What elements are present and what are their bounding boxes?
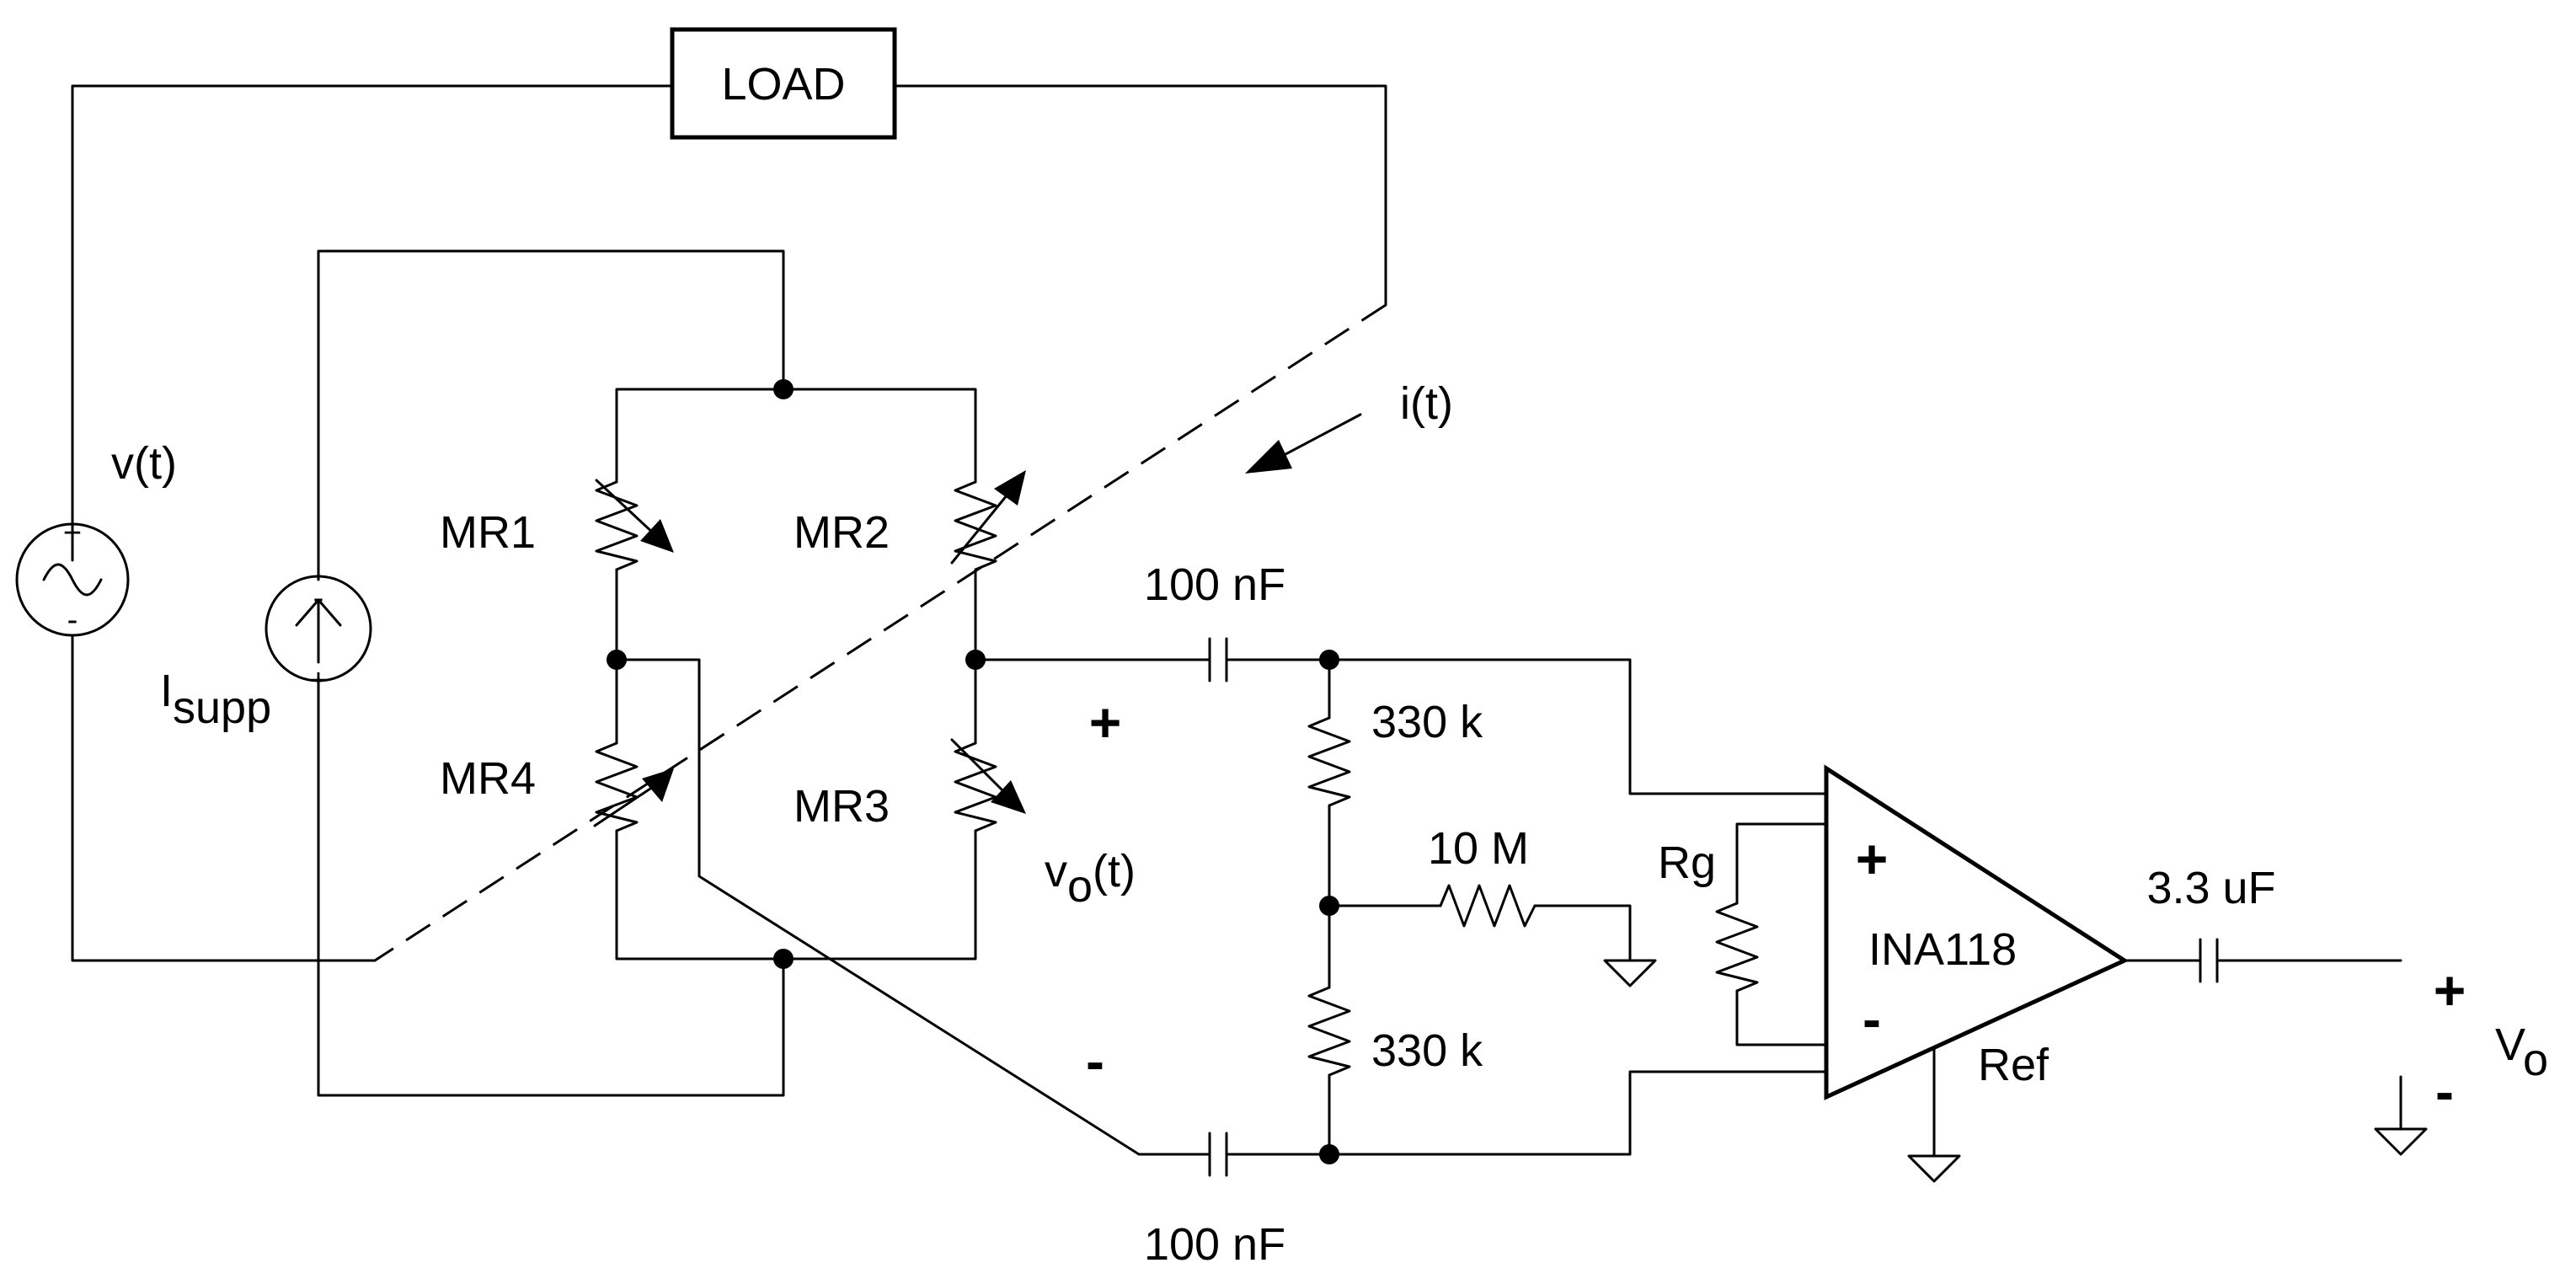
wheatstone-bridge: MR1 MR2 MR4 MR3 <box>440 379 1026 969</box>
vo-minus: - <box>1086 1030 1104 1092</box>
vout-label: Vo <box>2495 1019 2548 1085</box>
ref-label: Ref <box>1978 1040 2050 1090</box>
vo-label: vo(t) <box>1045 846 1136 912</box>
ground-symbol-2 <box>1907 1154 1961 1183</box>
vsrc-plus: + <box>63 516 82 551</box>
r-top-label: 330 k <box>1371 697 1483 747</box>
ac-voltage-source: + - v(t) <box>15 438 177 638</box>
ina118-minus: - <box>1863 987 1881 1050</box>
output-stage: 3.3 uF + - Vo <box>2123 863 2548 1156</box>
ground-symbol-1 <box>1603 959 1657 987</box>
rg-label: Rg <box>1658 838 1716 888</box>
isrc-minus: - <box>313 581 324 616</box>
current-source-isupp: - + Isupp <box>160 575 372 733</box>
vsrc-minus: - <box>67 602 78 638</box>
mr1-label: MR1 <box>440 507 536 558</box>
ina118-amplifier: + - INA118 Rg Ref <box>1658 764 2130 1183</box>
isupp-label: Isupp <box>160 666 271 733</box>
cap-bottom-label: 100 nF <box>1144 1219 1285 1270</box>
load-label: LOAD <box>721 59 845 110</box>
out-minus: - <box>2435 1060 2454 1122</box>
it-label: i(t) <box>1400 378 1453 429</box>
junction-top <box>773 379 794 399</box>
current-arrow: i(t) <box>1245 378 1453 474</box>
vt-label: v(t) <box>111 438 177 489</box>
isrc-plus: + <box>309 663 328 698</box>
r-mid-label: 10 M <box>1428 823 1529 874</box>
load-loop: LOAD <box>71 27 1387 962</box>
mr4-label: MR4 <box>440 753 536 804</box>
junction-bottom <box>773 949 794 969</box>
coupling-network: 100 nF 100 nF 330 k 330 k 10 M <box>615 559 1828 1270</box>
cap-top-label: 100 nF <box>1144 559 1285 610</box>
r-bottom-label: 330 k <box>1371 1025 1483 1076</box>
load-box <box>670 27 897 140</box>
ina118-plus: + <box>1856 827 1889 890</box>
ina118-label: INA118 <box>1868 924 2017 975</box>
cap-out-label: 3.3 uF <box>2146 863 2275 913</box>
mr2-label: MR2 <box>794 507 890 558</box>
supply-loop <box>317 249 785 1097</box>
vo-plus: + <box>1089 691 1122 753</box>
out-plus: + <box>2434 959 2466 1021</box>
ground-symbol-3 <box>2374 1127 2428 1156</box>
mr3-label: MR3 <box>794 781 890 832</box>
